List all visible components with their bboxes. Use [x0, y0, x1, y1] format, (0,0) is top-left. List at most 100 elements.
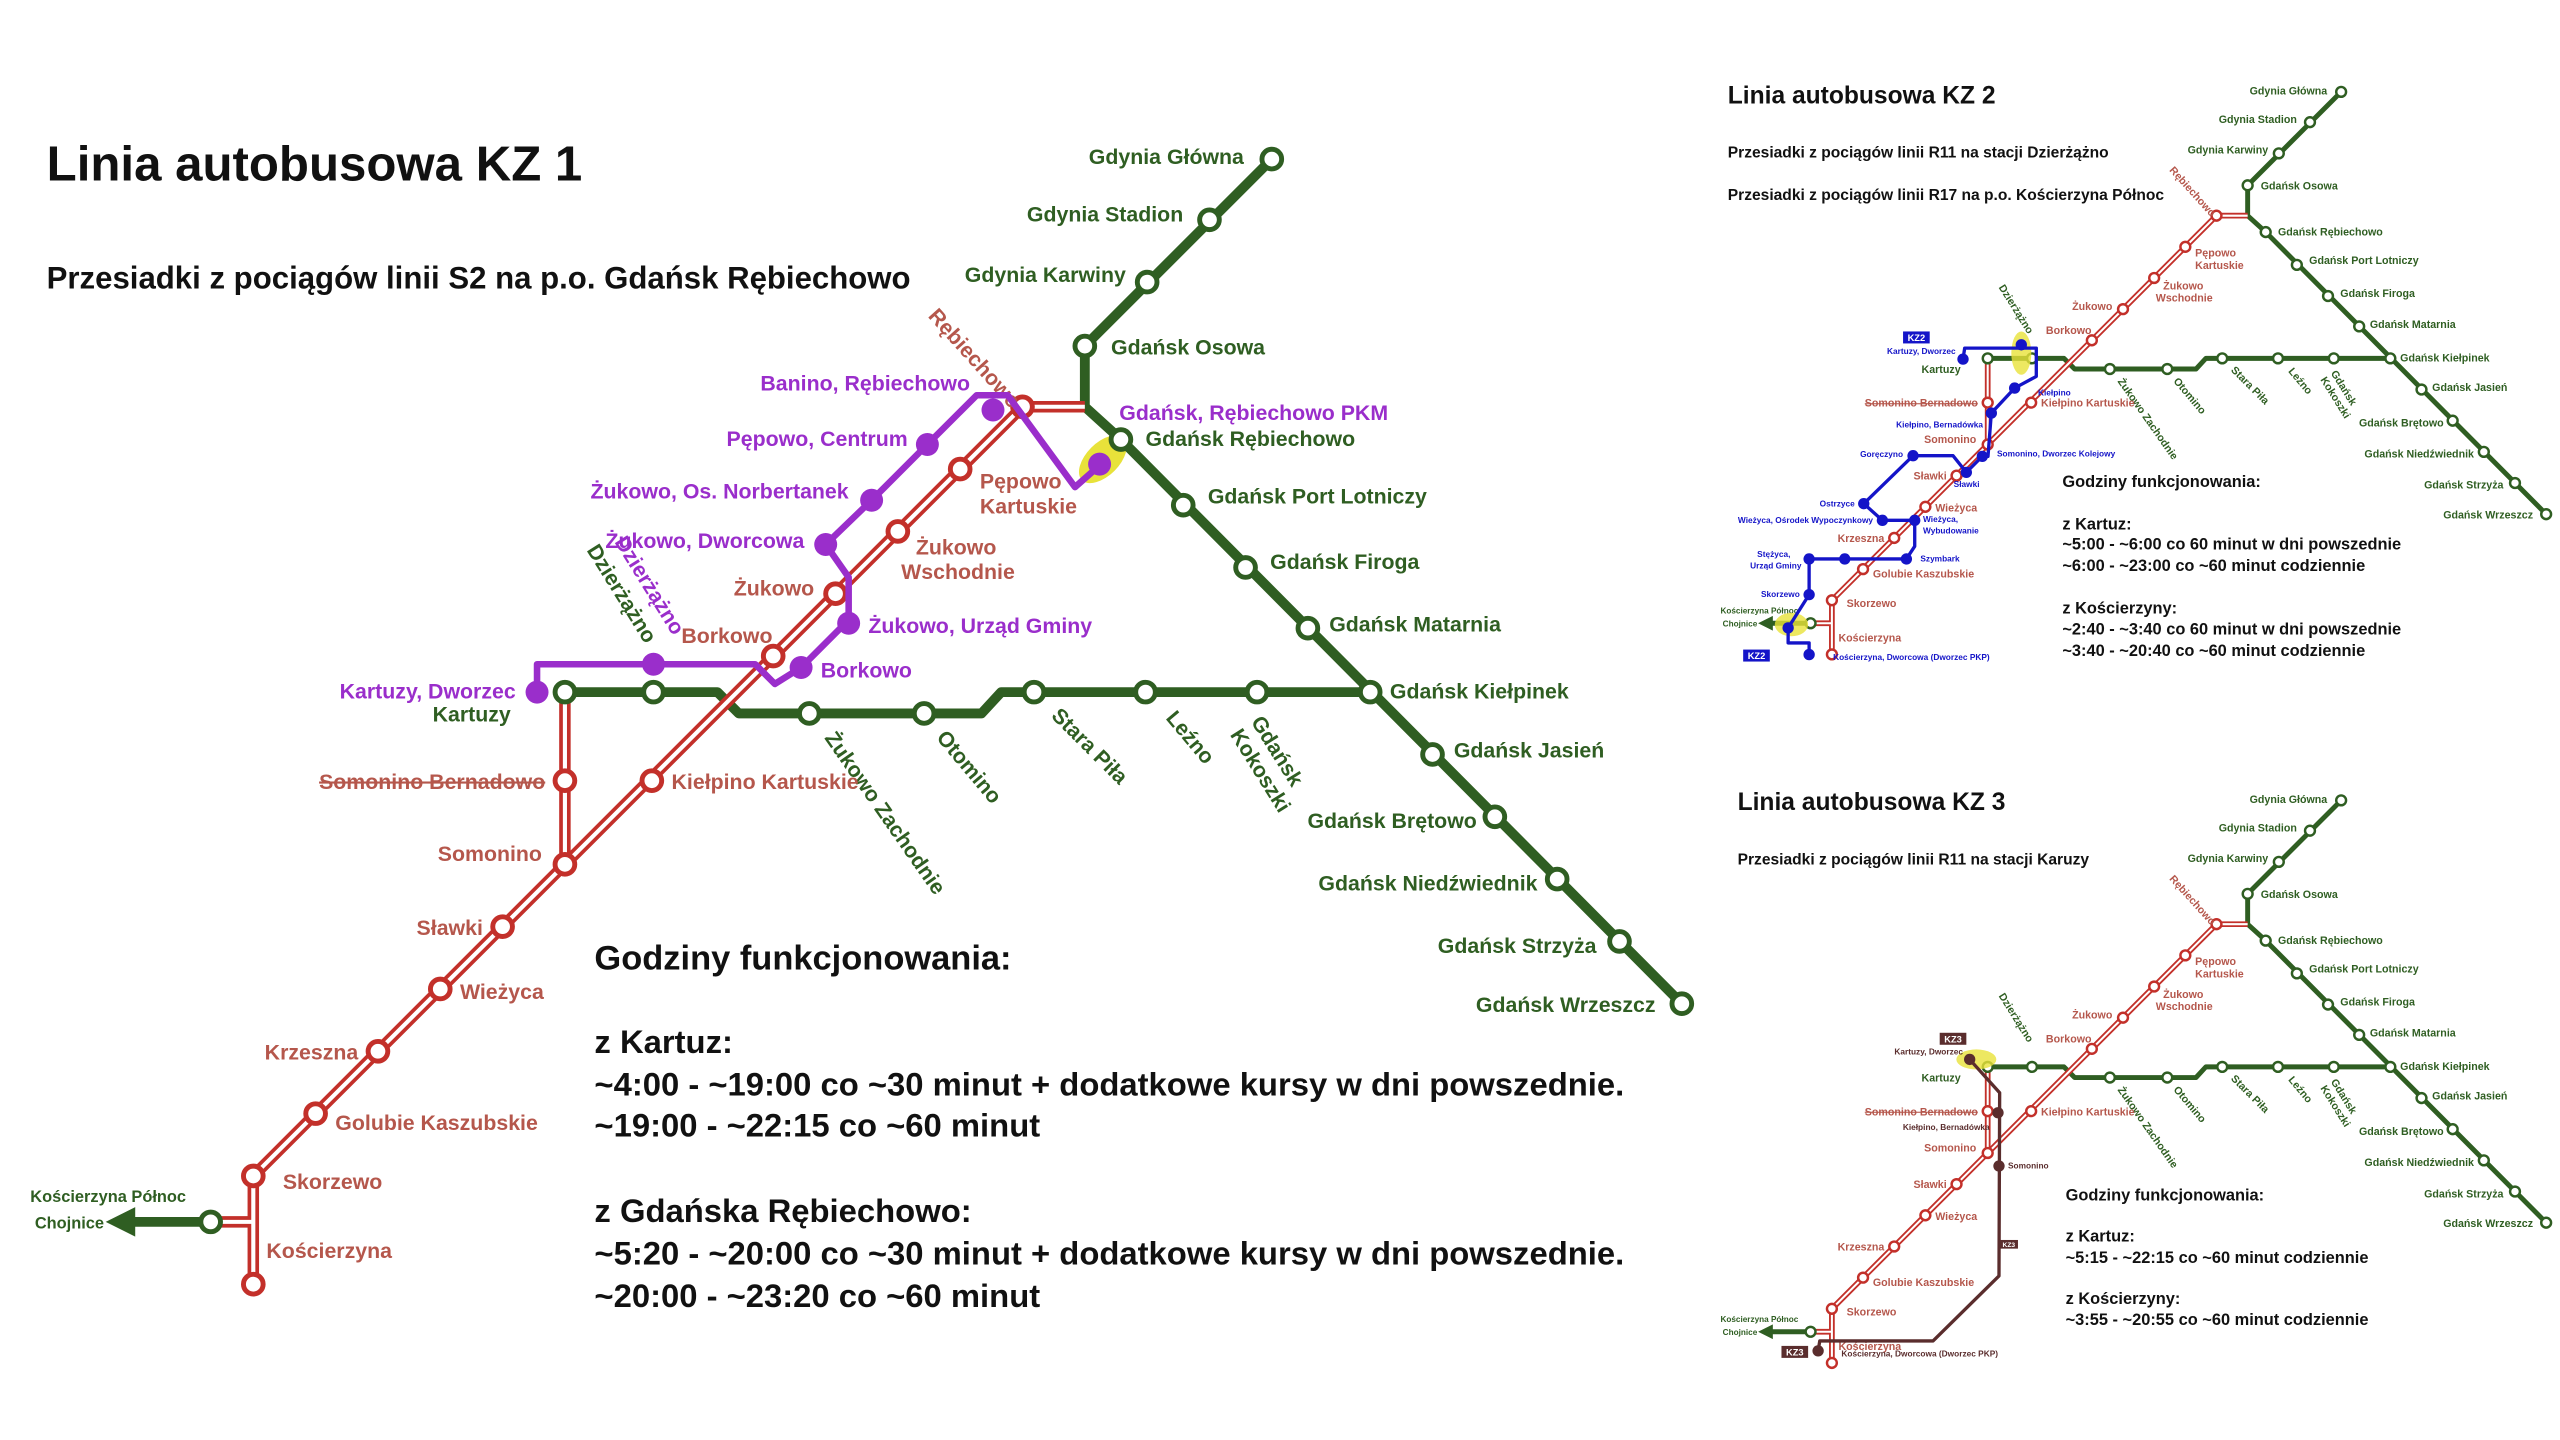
transfer-highlight	[1956, 1049, 1997, 1070]
kz2-stop-label: Sławki	[1954, 479, 1980, 489]
green-station-label: Leźno	[2286, 1074, 2315, 1106]
kz1-stop-marker	[981, 398, 1005, 422]
kz3-stop-marker	[1992, 1107, 2004, 1119]
red-station-marker	[2025, 396, 2038, 409]
red-station-marker	[2116, 303, 2130, 316]
red-station-label: Golubie Kaszubskie	[1873, 1277, 1974, 1289]
red-station-label: Wieżyca	[460, 980, 544, 1004]
kz1-stop-label: Żukowo, Os. Norbertanek	[590, 480, 848, 504]
green-station-label: Dzierżążno	[1996, 283, 2036, 337]
kz2-stop-label: Skorzewo	[1761, 589, 1800, 599]
kz1-title: Linia autobusowa KZ 1	[47, 136, 583, 191]
arrow-left-icon	[105, 1207, 136, 1237]
green-station-label: Gdańsk Brętowo	[2359, 1126, 2444, 1138]
green-station-marker	[911, 701, 937, 726]
kz2-tag	[1743, 649, 1770, 662]
terminal-label: Kościerzyna, Dworcowa (Dworzec PKP)	[1833, 652, 1990, 662]
kz1-stop-marker	[814, 533, 838, 556]
label-line: Kartuskie	[2195, 968, 2244, 980]
red-station-label: Somonino	[438, 842, 542, 866]
schedule-line: ~5:00 - ~6:00 co 60 minut w dni powszedn…	[2062, 535, 2401, 553]
green-station-label: Gdańsk Rębiechowo	[2278, 226, 2383, 238]
red-station-label: Krzeszna	[265, 1040, 359, 1064]
green-station-label: Gdańsk Port Lotniczy	[2309, 255, 2419, 267]
green-station-label: Gdańsk Wrzeszcz	[2443, 1218, 2533, 1230]
green-station-marker	[2415, 383, 2428, 396]
green-station-label: Kartuzy	[1922, 364, 1961, 376]
green-station-marker	[1420, 742, 1445, 767]
red-station-label: Kiełpino Kartuskie	[2041, 1106, 2135, 1118]
kz2-stop-label: Goręczyno	[1860, 449, 1903, 459]
green-station-label: Gdańsk Brętowo	[2359, 417, 2444, 429]
label-line: Kartuskie	[980, 494, 1077, 518]
label-line: Pępowo	[2195, 956, 2236, 968]
red-station-label: Żukowo	[734, 576, 815, 600]
kz2-stop-marker	[1803, 648, 1815, 661]
green-station-label: Gdańsk Matarnia	[2370, 1028, 2456, 1040]
green-station-label: Gdańsk Matarnia	[1329, 612, 1501, 636]
green-station-label: Gdańsk Port Lotniczy	[1208, 485, 1427, 509]
kz2-stop-marker	[2015, 339, 2027, 351]
red-station-label: Wieżyca	[1935, 1211, 1977, 1223]
green-station-label: Stara Piła	[2228, 1073, 2271, 1116]
kz3-stop-label: Somonino	[2008, 1160, 2049, 1170]
kz2-transfer-1: Przesiadki z pociągów linii R11 na stacj…	[1728, 144, 2109, 161]
kz1-stop-label: Gdańsk, Rębiechowo PKM	[1119, 401, 1388, 425]
green-station-label: Gdynia Stadion	[1027, 202, 1183, 226]
label-line: Wschodnie	[901, 560, 1015, 584]
green-station-marker	[1072, 333, 1098, 359]
red-station-marker	[2148, 980, 2161, 993]
red-station-label: Krzeszna	[1838, 1242, 1885, 1254]
kz1-stop-marker	[525, 680, 549, 704]
red-station-marker	[2116, 1011, 2130, 1024]
red-station-marker	[1919, 500, 1932, 513]
red-station-label: Somonino Bernadowo	[1865, 1106, 1979, 1118]
green-station-marker	[1544, 866, 1570, 892]
red-station-marker	[760, 643, 786, 669]
green-station-label: Gdańsk Niedźwiednik	[2364, 449, 2474, 461]
kz2-tag	[1903, 331, 1930, 344]
green-station-label: GdańskKokoszki	[2318, 1077, 2363, 1130]
red-station-label: Skorzewo	[1847, 598, 1897, 610]
kz2-stop-label: Wybudowanie	[1923, 526, 1979, 536]
label-line: Pępowo	[980, 470, 1062, 494]
kz2-hours: Godziny funkcjonowania: z Kartuz: ~5:00 …	[2062, 473, 2401, 660]
label-line: Pępowo	[2195, 248, 2236, 260]
kz3-stop-label: Kiełpino, Bernadówka	[1903, 1122, 1990, 1132]
kz3-stop-marker	[1993, 1160, 2005, 1172]
green-station-marker	[2446, 414, 2459, 427]
kz2-stop-marker	[1907, 450, 1919, 462]
kz2-title: Linia autobusowa KZ 2	[1728, 82, 1996, 109]
green-station-marker	[2241, 887, 2254, 900]
kz2-stop-marker	[2008, 382, 2021, 394]
red-station-marker	[2085, 1042, 2098, 1055]
red-station-marker	[1888, 531, 1901, 545]
schedule-line: ~4:00 - ~19:00 co ~30 minut + dodatkowe …	[594, 1066, 1624, 1103]
kz3-tag-label: KZ3	[1944, 1034, 1962, 1044]
red-station-label: Żukowo	[2072, 1008, 2113, 1021]
green-station-label: Gdańsk Osowa	[1111, 335, 1265, 359]
red-station-label: Rębiechowo	[2167, 165, 2218, 220]
from-kartuzy-label: z Kartuz:	[2062, 516, 2131, 534]
green-station-label: Gdańsk Firoga	[2340, 996, 2415, 1008]
green-station-marker	[2025, 1060, 2039, 1074]
green-station-marker	[1170, 492, 1196, 518]
green-station-label: Żukowo Zachodnie	[820, 727, 950, 899]
green-station-marker	[2353, 320, 2366, 333]
green-station-label: Gdańsk Kiełpinek	[1390, 680, 1569, 704]
green-station-marker	[2241, 179, 2254, 192]
green-station-marker	[198, 1209, 223, 1235]
kz3-tag	[1781, 1345, 1809, 1358]
red-station-marker	[2085, 334, 2098, 347]
from-kartuzy-label: z Kartuz:	[2066, 1228, 2135, 1246]
green-station-label: GdańskKokoszki	[1225, 712, 1316, 817]
red-station-label: Golubie Kaszubskie	[1873, 568, 1974, 580]
schedule-line: ~3:55 - ~20:55 co ~60 minut codziennie	[2066, 1311, 2369, 1329]
green-station-label: Gdańsk Firoga	[1270, 550, 1419, 574]
